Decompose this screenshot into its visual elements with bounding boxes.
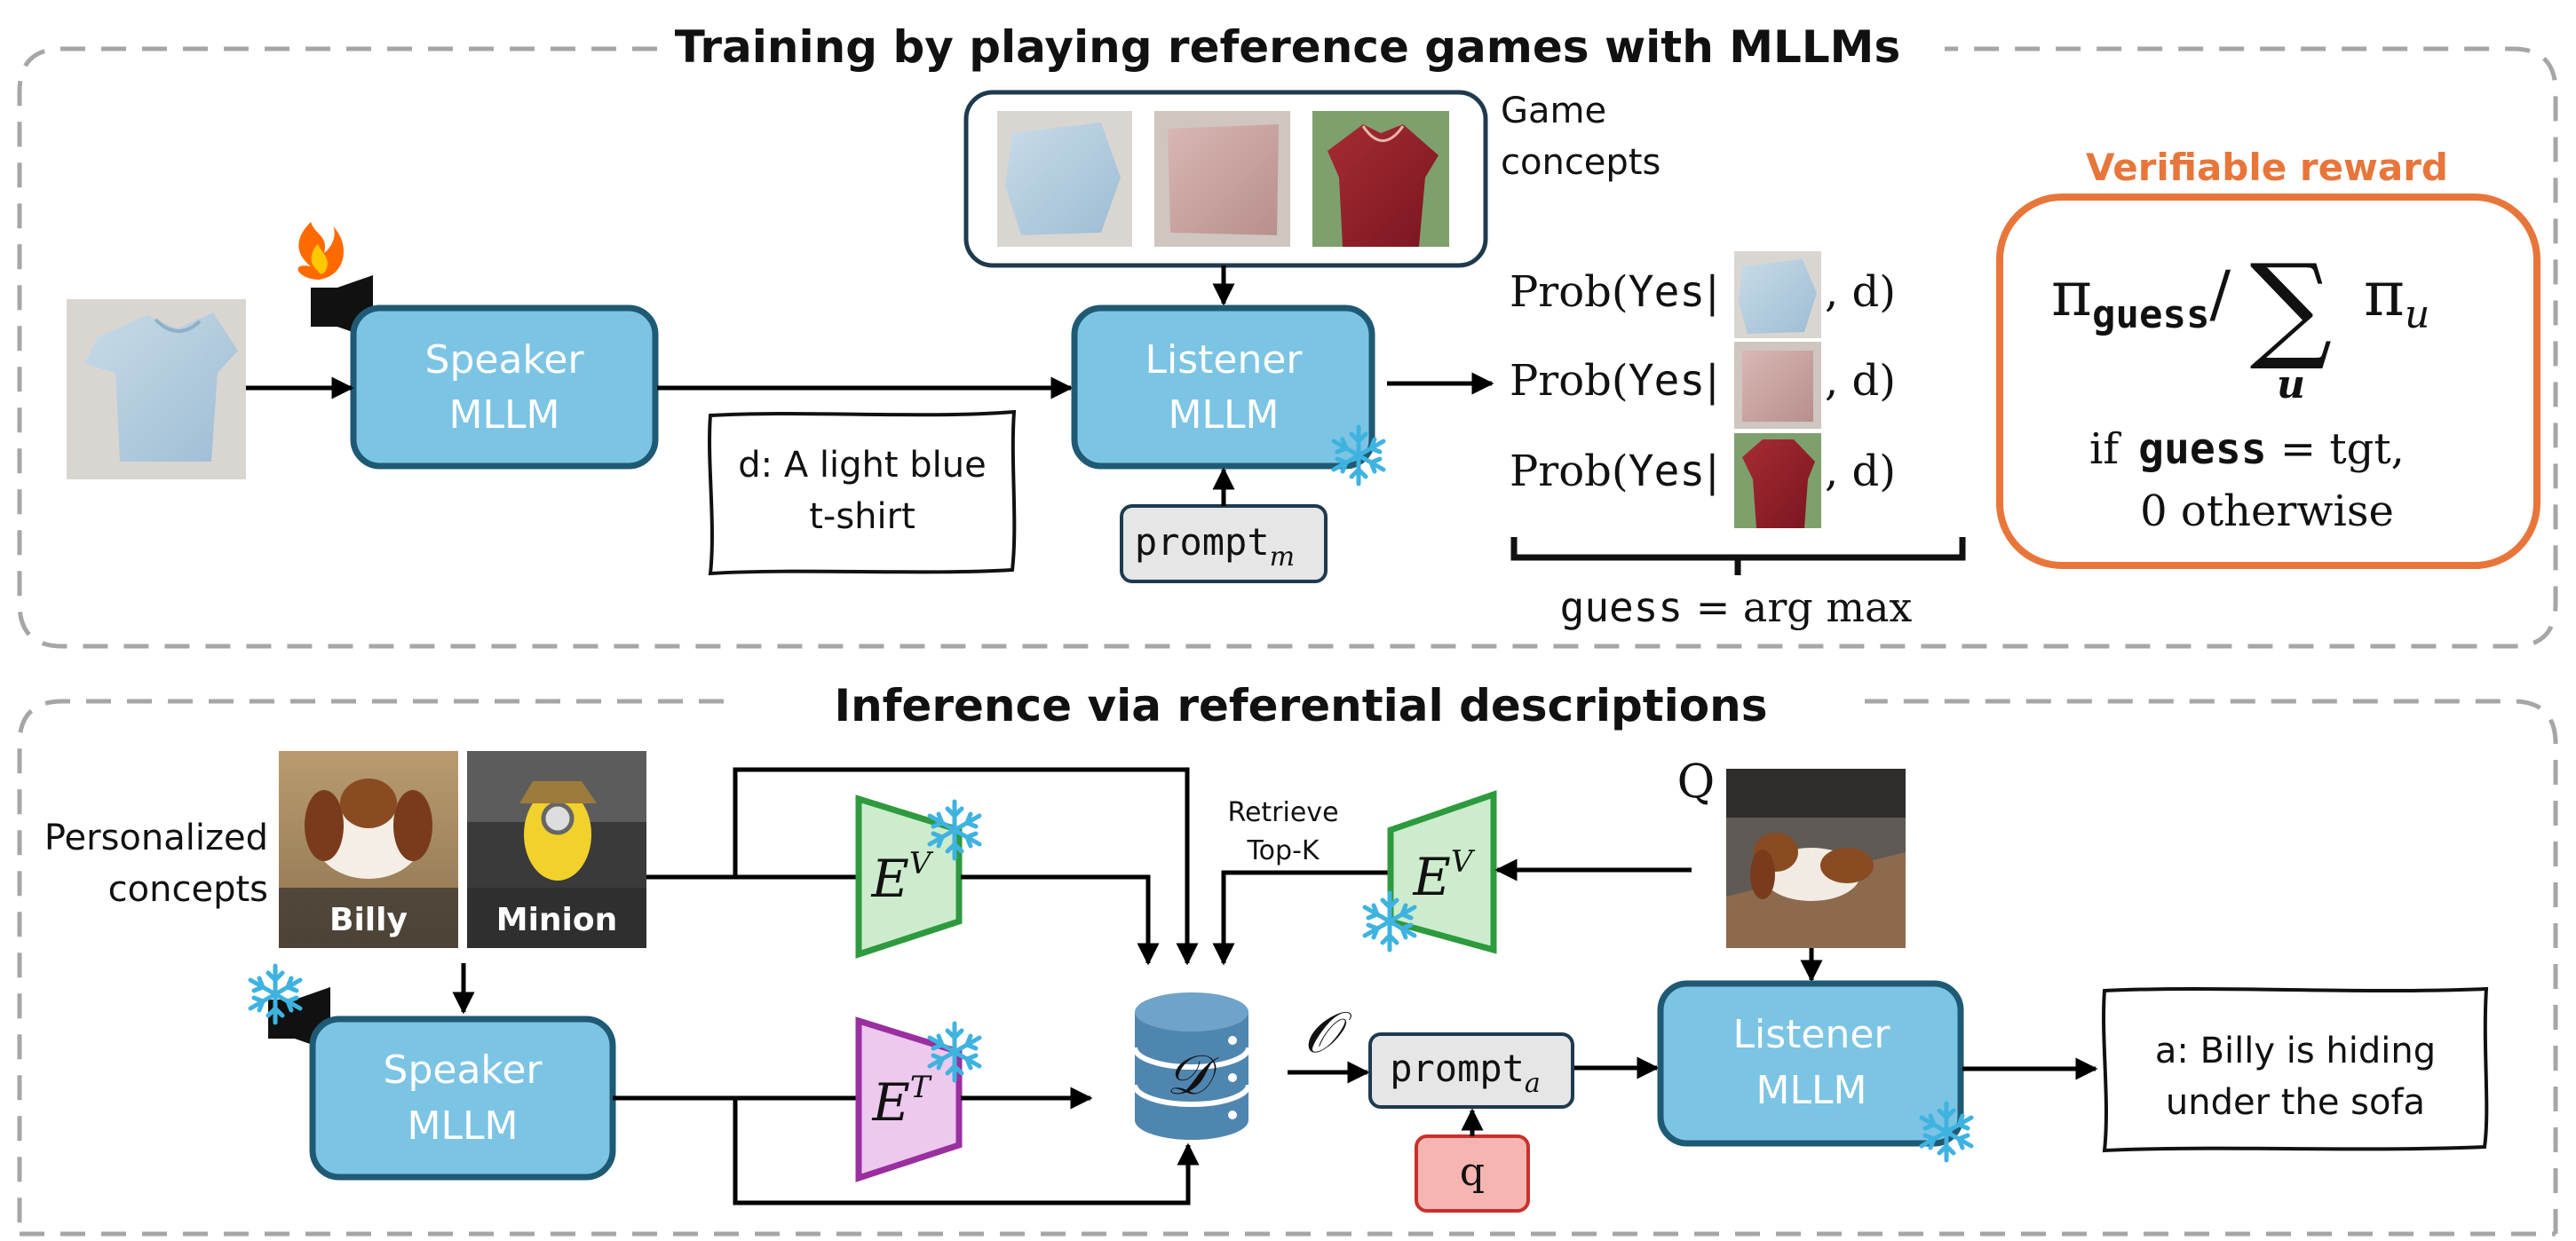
reward-title: Verifiable reward — [2086, 146, 2448, 189]
input-image-blue-tshirt — [67, 299, 246, 479]
speaker-mllm-label-line2: MLLM — [449, 392, 560, 438]
prompt-m-text: prompt — [1135, 520, 1270, 564]
prob-row-1-text: Prob(Yes| — [1510, 267, 1719, 317]
database-icon — [1132, 992, 1251, 1140]
personalized-label-line1: Personalized — [44, 818, 268, 858]
prompt-m-label: promptm — [1135, 520, 1295, 573]
prob-row-3-suffix: , d) — [1825, 447, 1896, 496]
retrieved-set-label: 𝒪 — [1304, 1000, 1352, 1066]
description-line2: t-shirt — [809, 496, 915, 537]
inference-panel-border — [17, 699, 2558, 1237]
prob-row-3: Prob(Yes| , d) — [1510, 433, 1896, 528]
inference-panel: Inference via referential descriptions P… — [17, 680, 2558, 1237]
prompt-a-text: prompt — [1390, 1047, 1525, 1090]
training-panel-border — [17, 46, 2558, 649]
prob-row-2-suffix: , d) — [1825, 356, 1896, 406]
prob-row-2-text: Prob(Yes| — [1510, 356, 1719, 406]
speaker-mllm-label-line1: Speaker — [384, 1047, 543, 1093]
fire-icon — [297, 222, 344, 280]
concept-image-red-shirt — [1312, 111, 1449, 247]
prob-row-1-thumb — [1734, 251, 1821, 338]
personalized-label-line2: concepts — [108, 869, 268, 910]
listener-mllm-label-line1: Listener — [1145, 337, 1303, 383]
prob-row-3-thumb — [1734, 433, 1821, 528]
speaker-mllm-label-line2: MLLM — [408, 1103, 519, 1149]
reward-pi-u: πu — [2364, 257, 2429, 337]
listener-mllm-box — [1657, 980, 1964, 1147]
inference-title: Inference via referential descriptions — [834, 680, 1767, 731]
image-encoder-right-label: EV — [1413, 844, 1476, 907]
query-image-label: Q — [1677, 755, 1716, 809]
description-line1: d: A light blue — [738, 445, 987, 486]
answer-note — [2102, 986, 2489, 1153]
reward-sum: ∑ — [2250, 239, 2333, 374]
retrieve-label-line2: Top-K — [1246, 835, 1320, 866]
reward-sum-index: u — [2277, 362, 2305, 407]
prob-row-1: Prob(Yes| , d) — [1510, 251, 1896, 338]
prob-row-1-suffix: , d) — [1825, 267, 1896, 317]
listener-mllm-label-line1: Listener — [1732, 1012, 1890, 1057]
speaker-mllm-label-line1: Speaker — [425, 337, 585, 383]
query-text-label: q — [1460, 1150, 1485, 1195]
listener-mllm-label-line2: MLLM — [1756, 1068, 1867, 1113]
concept-image-billy: Billy — [279, 751, 458, 948]
concept-image-minion: Minion — [467, 751, 646, 948]
prob-row-2: Prob(Yes| , d) — [1510, 342, 1896, 429]
prob-row-2-thumb — [1734, 342, 1821, 429]
prompt-a-subscript: a — [1525, 1068, 1541, 1099]
reward-otherwise: 0 otherwise — [2140, 486, 2394, 536]
arrow-ev-right-to-db — [1212, 870, 1390, 966]
arrow-speaker-to-db-bottom — [733, 1098, 1200, 1205]
arrow-ev-to-db — [961, 874, 1160, 966]
prompt-a-label: prompta — [1390, 1047, 1541, 1099]
image-encoder-left — [855, 794, 963, 959]
guess-argmax-label: guess = arg max — [1560, 583, 1913, 631]
concept-label-billy: Billy — [329, 902, 408, 938]
concept-image-blue-shirt — [997, 111, 1132, 247]
image-encoder-left-label: EV — [871, 846, 934, 909]
text-encoder — [855, 1016, 963, 1182]
game-concepts-label-line2: concepts — [1501, 142, 1661, 183]
listener-mllm-label-line2: MLLM — [1169, 392, 1280, 438]
argmax-brace — [1510, 537, 1966, 575]
listener-mllm-box — [1071, 304, 1375, 470]
training-title: Training by playing reference games with… — [675, 21, 1900, 73]
game-concepts-label-line1: Game — [1501, 91, 1606, 131]
speaker-mllm-box — [350, 304, 659, 470]
speaker-mllm-box — [309, 1016, 616, 1181]
concept-image-pink-shirt — [1154, 111, 1290, 247]
reward-box — [1996, 194, 2540, 569]
description-note — [708, 409, 1017, 576]
image-encoder-right — [1387, 790, 1497, 954]
query-image — [1726, 769, 1906, 948]
concept-label-minion: Minion — [496, 902, 618, 938]
prompt-m-subscript: m — [1270, 541, 1295, 573]
training-panel: Training by playing reference games with… — [17, 21, 2558, 649]
answer-line1: a: Billy is hiding — [2155, 1031, 2436, 1071]
retrieve-label-line1: Retrieve — [1227, 797, 1338, 828]
reward-formula: πguess/ — [2051, 257, 2231, 337]
text-encoder-label: ET — [871, 1070, 931, 1133]
prob-row-3-text: Prob(Yes| — [1510, 447, 1719, 496]
prompt-a-box — [1368, 1032, 1574, 1109]
answer-line2: under the sofa — [2166, 1082, 2425, 1123]
